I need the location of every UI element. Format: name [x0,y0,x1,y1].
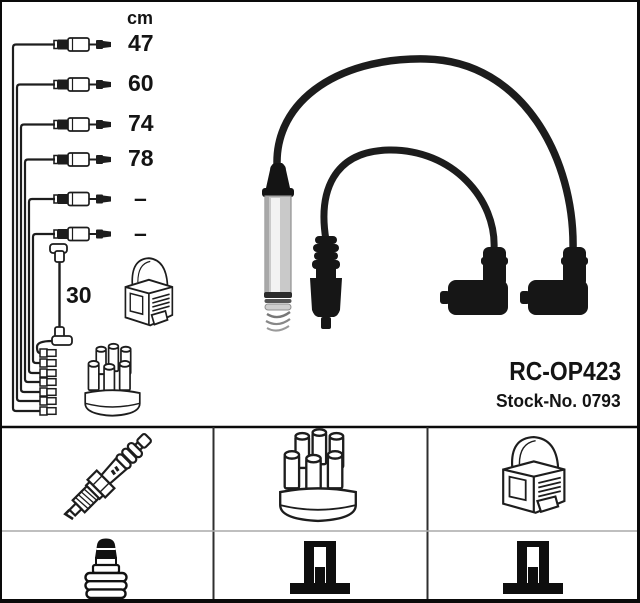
straight-plug-boot [310,236,342,329]
cable-length-label: – [134,220,147,246]
spark-plug-icon [57,426,159,528]
cable-length-label: 47 [128,30,154,56]
plug-boot-icon [84,538,128,600]
ignition-coil-icon [502,436,566,514]
distributor-cap-icon [278,428,358,523]
cable-length-label: – [134,185,147,211]
product-code: RC-OP423 [509,356,621,386]
ignition-cable-long [273,55,577,254]
cable-length-label: 78 [128,145,154,171]
din-terminal-icon [290,541,350,594]
legend-grid [0,425,640,603]
din-terminal-icon [503,541,563,594]
cable-bundle-connectors [39,348,57,416]
chrome-plug-connector [262,163,294,332]
cable-bundle-lines [11,43,55,413]
unit-label: cm [127,8,154,28]
elbow-plug-boot-right [520,247,588,315]
distributor-cap-drawing [84,342,141,417]
cable-length-diagram [11,37,174,417]
cable-length-label: 60 [128,70,154,96]
product-photo [262,55,588,332]
coil-cable-drawing [49,243,73,346]
ignition-coil-drawing [124,257,174,327]
cable-row-drawings [53,37,112,242]
ignition-cable-short [320,146,498,254]
cable-length-label: 74 [128,110,154,136]
elbow-plug-boot-left [440,247,508,315]
coil-cable-length-label: 30 [66,282,92,308]
stock-number: Stock-No. 0793 [496,390,621,411]
